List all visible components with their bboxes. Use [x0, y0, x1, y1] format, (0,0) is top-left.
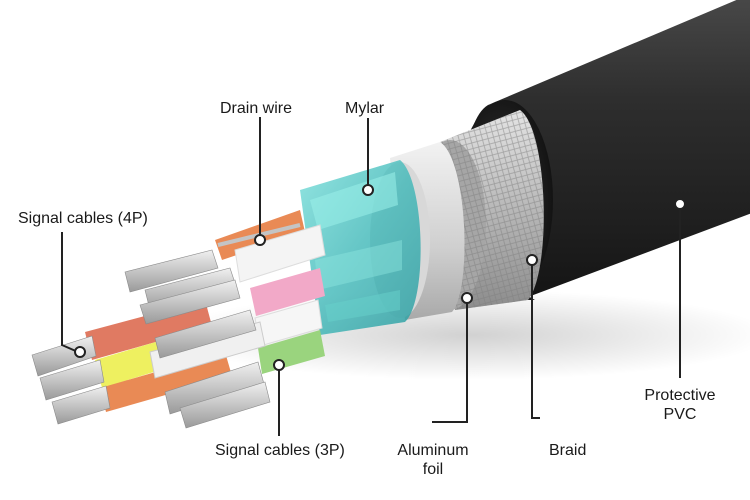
wire-salmon	[85, 300, 212, 360]
wire-pink	[250, 268, 325, 316]
label-signal-cables-4p: Signal cables (4P)	[18, 210, 148, 227]
leader-signal-4p	[61, 232, 79, 353]
callout-dot-braid	[526, 254, 538, 266]
bare-conductor-ends	[31, 249, 271, 429]
callout-dot-drain-wire	[254, 234, 266, 246]
label-signal-cables-3p: Signal cables (3P)	[215, 442, 345, 459]
callout-dot-protective-pvc	[674, 198, 686, 210]
label-aluminum-foil-line2: foil	[422, 461, 444, 478]
label-protective-pvc-line2: PVC	[663, 406, 697, 423]
label-protective-pvc-line1: Protective	[644, 387, 716, 404]
leader-aluminum-foil	[432, 300, 468, 423]
wire-white-top	[234, 224, 326, 283]
callout-dot-signal-4p	[74, 346, 86, 358]
label-aluminum-foil: Aluminum foil	[388, 441, 478, 479]
callout-dot-aluminum-foil	[461, 292, 473, 304]
label-drain-wire: Drain wire	[220, 100, 293, 117]
label-aluminum-foil-line1: Aluminum	[397, 442, 469, 459]
leader-braid	[531, 262, 540, 419]
mylar-wrap	[300, 160, 421, 335]
label-protective-pvc: Protective PVC	[630, 386, 730, 424]
label-mylar: Mylar	[345, 100, 385, 117]
callout-dot-mylar	[362, 184, 374, 196]
callout-dot-signal-3p	[273, 359, 285, 371]
wire-orange-front	[100, 352, 232, 412]
label-braid: Braid	[549, 442, 587, 459]
